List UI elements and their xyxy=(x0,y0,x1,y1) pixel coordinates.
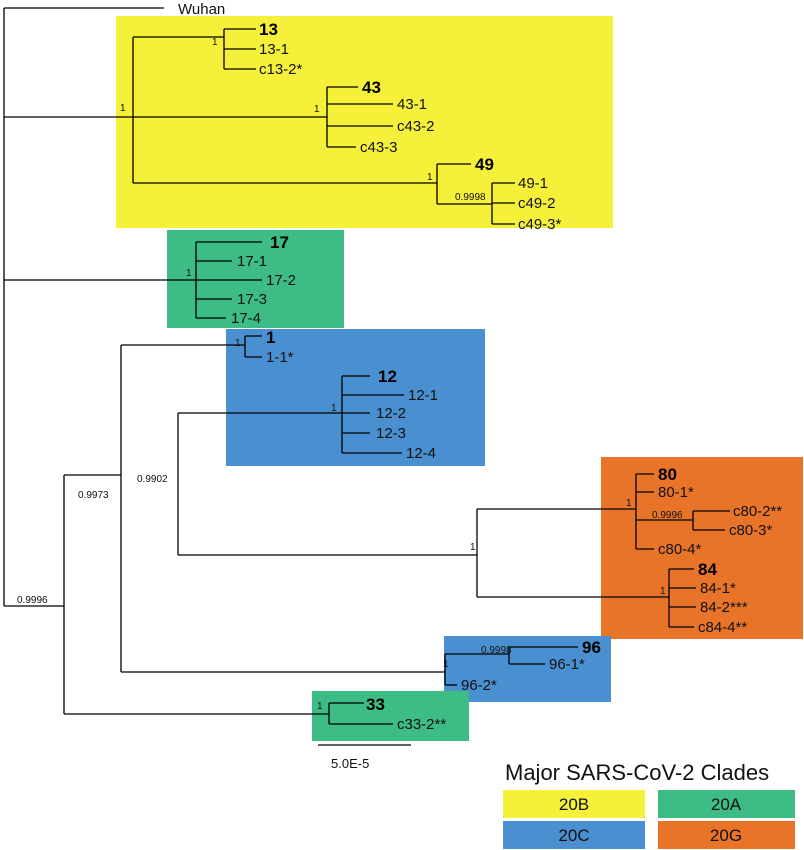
tip-12-2: 12-2 xyxy=(376,405,406,422)
tip-c80-2: c80-2** xyxy=(733,503,782,520)
legend-label-20g: 20G xyxy=(710,826,742,845)
root-label: Wuhan xyxy=(178,1,225,18)
tip-12: 12 xyxy=(378,367,397,386)
support-49-inner: 0.9998 xyxy=(455,192,486,203)
tip-84-1: 84-1* xyxy=(700,580,736,597)
support-b20: 1 xyxy=(120,103,126,114)
tip-80: 80 xyxy=(658,465,677,484)
tip-c84-4: c84-4** xyxy=(698,619,747,636)
support-1: 1 xyxy=(235,338,241,349)
legend-label-20c: 20C xyxy=(558,826,589,845)
support-80-84: 1 xyxy=(470,542,476,553)
tip-1-1: 1-1* xyxy=(266,349,294,366)
support-96: 1 xyxy=(443,659,449,670)
tip-17: 17 xyxy=(270,233,289,252)
tip-12-3: 12-3 xyxy=(376,425,406,442)
tip-49-1: 49-1 xyxy=(518,175,548,192)
support-33: 1 xyxy=(317,701,323,712)
legend-swatch-20c xyxy=(503,821,645,849)
support-12: 1 xyxy=(331,403,337,414)
clade-box-20c-1-12 xyxy=(226,329,485,466)
tip-12-1: 12-1 xyxy=(408,387,438,404)
tip-13: 13 xyxy=(259,20,278,39)
tip-80-1: 80-1* xyxy=(658,484,694,501)
tip-labels: 13 13-1 c13-2* 43 43-1 c43-2 c43-3 49 49… xyxy=(231,20,782,733)
support-49: 1 xyxy=(427,172,433,183)
tip-13-1: 13-1 xyxy=(259,41,289,58)
tip-c33-2: c33-2** xyxy=(397,716,446,733)
support-17: 1 xyxy=(186,268,192,279)
clade-box-20a-33 xyxy=(312,691,469,741)
clade-box-20g xyxy=(601,457,803,639)
tip-33: 33 xyxy=(366,695,385,714)
tip-1: 1 xyxy=(266,328,275,347)
tip-49: 49 xyxy=(475,155,494,174)
tip-96-1: 96-1* xyxy=(549,656,585,673)
tip-c49-3: c49-3* xyxy=(518,216,562,233)
scale-bar-label: 5.0E-5 xyxy=(331,756,369,771)
tip-96-2: 96-2* xyxy=(461,677,497,694)
legend: Major SARS-CoV-2 Clades 20B 20A 20C 20G xyxy=(503,760,795,849)
support-80-inner: 0.9996 xyxy=(652,510,683,521)
legend-swatch-20g xyxy=(658,821,795,849)
tip-c80-4: c80-4* xyxy=(658,541,702,558)
support-80: 1 xyxy=(626,498,632,509)
support-96-inner: 0.9998 xyxy=(481,645,512,656)
support-c-96: 0.9973 xyxy=(78,490,109,501)
tip-c43-3: c43-3 xyxy=(360,139,398,156)
tip-17-4: 17-4 xyxy=(231,310,261,327)
tip-84-2: 84-2*** xyxy=(700,599,748,616)
legend-title: Major SARS-CoV-2 Clades xyxy=(505,760,769,785)
tip-c49-2: c49-2 xyxy=(518,195,556,212)
support-84: 1 xyxy=(660,586,666,597)
support-values: 1 1 1 1 0.9998 1 1 1 0.9902 0.9973 0.999… xyxy=(17,37,683,712)
legend-label-20a: 20A xyxy=(711,795,742,814)
support-1-12-80: 0.9902 xyxy=(137,474,168,485)
tip-84: 84 xyxy=(698,560,717,579)
tip-c80-3: c80-3* xyxy=(729,522,773,539)
clade-box-20b xyxy=(116,16,613,228)
tip-43: 43 xyxy=(362,78,381,97)
tip-12-4: 12-4 xyxy=(406,445,436,462)
tip-96: 96 xyxy=(582,638,601,657)
tree-branches xyxy=(3,7,730,746)
tip-c43-2: c43-2 xyxy=(397,118,435,135)
legend-swatch-20a xyxy=(658,790,795,818)
support-43: 1 xyxy=(314,104,320,115)
tip-17-2: 17-2 xyxy=(266,272,296,289)
support-13: 1 xyxy=(212,37,218,48)
tip-17-3: 17-3 xyxy=(237,291,267,308)
legend-label-20b: 20B xyxy=(559,795,589,814)
tip-c13-2: c13-2* xyxy=(259,61,303,78)
support-root-33: 0.9996 xyxy=(17,595,48,606)
legend-swatch-20b xyxy=(503,790,645,818)
tip-17-1: 17-1 xyxy=(237,253,267,270)
tip-43-1: 43-1 xyxy=(397,96,427,113)
